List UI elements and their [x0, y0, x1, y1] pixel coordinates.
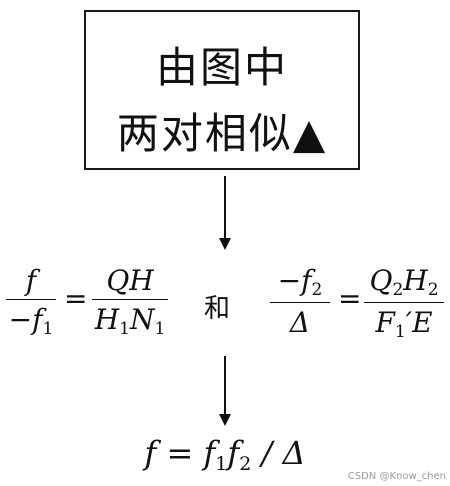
eq2-rhs-fraction: Q2H2 F1′E [364, 264, 444, 342]
eq2-equals: = [338, 282, 362, 315]
eq2-rhs-denominator: F1′E [375, 306, 433, 342]
result-equation: f = f1f2 / Δ [144, 434, 306, 475]
fraction-bar [270, 302, 330, 303]
down-arrow-1 [219, 176, 231, 250]
eq2-lhs-denominator: Δ [289, 306, 311, 339]
fraction-bar [6, 299, 56, 300]
statement-line-2: 两对相似▲ [116, 109, 328, 158]
eq2-lhs-numerator: −f2 [277, 264, 323, 300]
fraction-bar [364, 302, 444, 303]
eq1-lhs-fraction: f −f1 [6, 264, 56, 339]
down-arrow-2 [219, 356, 231, 426]
eq1-rhs-numerator: QH [106, 264, 154, 297]
fraction-bar [92, 299, 168, 300]
statement-box: 由图中 两对相似▲ [84, 10, 360, 170]
statement-line-1: 由图中 [155, 43, 288, 92]
eq2-rhs-numerator: Q2H2 [369, 264, 439, 300]
eq1-rhs-fraction: QH H1N1 [92, 264, 168, 339]
equation-row: f −f1 = QH H1N1 和 −f2 Δ = Q2H2 F1′E [0, 258, 450, 348]
eq1-equals: = [64, 282, 88, 315]
eq2-lhs-fraction: −f2 Δ [270, 264, 330, 339]
watermark: CSDN @Know_chen [347, 471, 446, 482]
connector-and: 和 [204, 294, 231, 324]
eq1-lhs-numerator: f [25, 264, 37, 297]
eq1-lhs-denominator: −f1 [8, 303, 54, 339]
eq1-rhs-denominator: H1N1 [94, 303, 166, 339]
